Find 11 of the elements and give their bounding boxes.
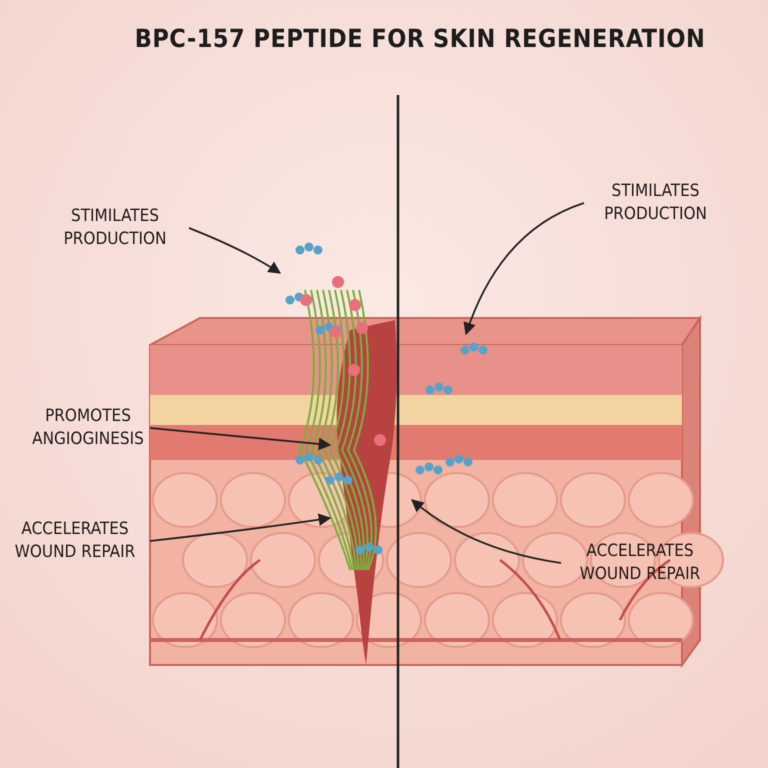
leader-line xyxy=(188,227,282,274)
title: BPC-157 PEPTIDE FOR SKIN REGENERATION xyxy=(134,24,706,53)
leader-line xyxy=(150,427,332,450)
callout-label: STIMILATES PRODUCTION xyxy=(45,205,185,251)
callout-label: ACCELERATES WOUND REPAIR xyxy=(4,518,146,564)
callout-label: STIMILATES PRODUCTION xyxy=(588,180,723,226)
leader-line xyxy=(150,513,332,542)
callout-label: ACCELERATES WOUND REPAIR xyxy=(565,540,715,586)
leader-line xyxy=(411,499,562,564)
callout-label: PROMOTES ANGIOGINESIS xyxy=(30,405,146,451)
leader-line xyxy=(464,202,584,336)
